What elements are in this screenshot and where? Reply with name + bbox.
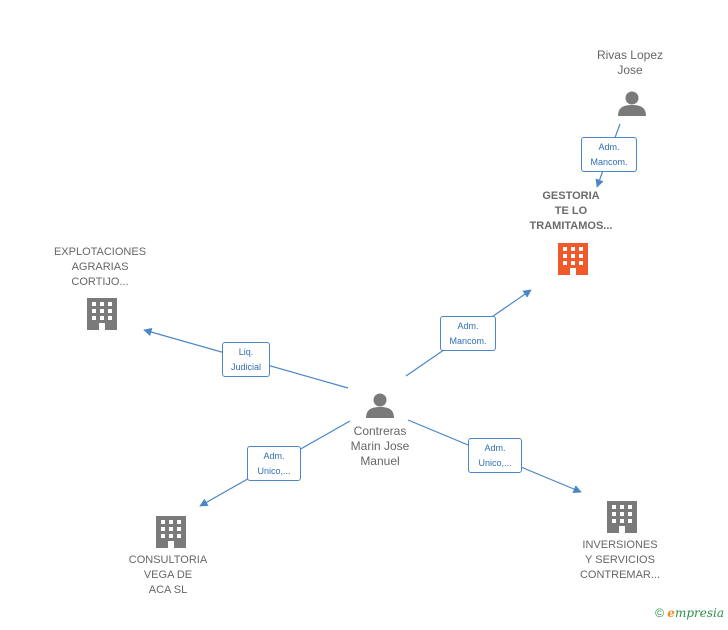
building-icon[interactable]	[607, 501, 637, 533]
node-label-explotaciones[interactable]: EXPLOTACIONES AGRARIAS CORTIJO...	[53, 246, 147, 288]
building-icon[interactable]	[87, 298, 117, 330]
building-icon[interactable]	[156, 516, 186, 548]
brand-watermark: © empresia	[655, 606, 724, 620]
person-icon[interactable]	[618, 91, 646, 117]
node-label-inversiones[interactable]: INVERSIONES Y SERVICIOS CONTREMAR...	[579, 539, 661, 581]
node-label-consultoria[interactable]: CONSULTORIA VEGA DE ACA SL	[128, 554, 208, 596]
node-label-gestoria[interactable]: GESTORIA TE LO TRAMITAMOS...	[529, 190, 613, 232]
edge-label-contreras-explotaciones: Liq. Judicial	[222, 342, 270, 377]
edge-label-contreras-gestoria: Adm. Mancom.	[440, 316, 496, 351]
person-icon[interactable]	[366, 393, 394, 419]
copyright-symbol: ©	[655, 606, 664, 620]
edge-label-rivas-gestoria: Adm. Mancom.	[581, 137, 637, 172]
node-label-contreras[interactable]: Contreras Marin Jose Manuel	[350, 424, 410, 468]
building-icon[interactable]	[558, 243, 588, 275]
edge-label-contreras-consultoria: Adm. Unico,...	[247, 446, 301, 481]
edge-label-contreras-inversiones: Adm. Unico,...	[468, 438, 522, 473]
node-label-rivas[interactable]: Rivas Lopez Jose	[596, 48, 664, 77]
brand-logo: empresia	[667, 606, 724, 620]
